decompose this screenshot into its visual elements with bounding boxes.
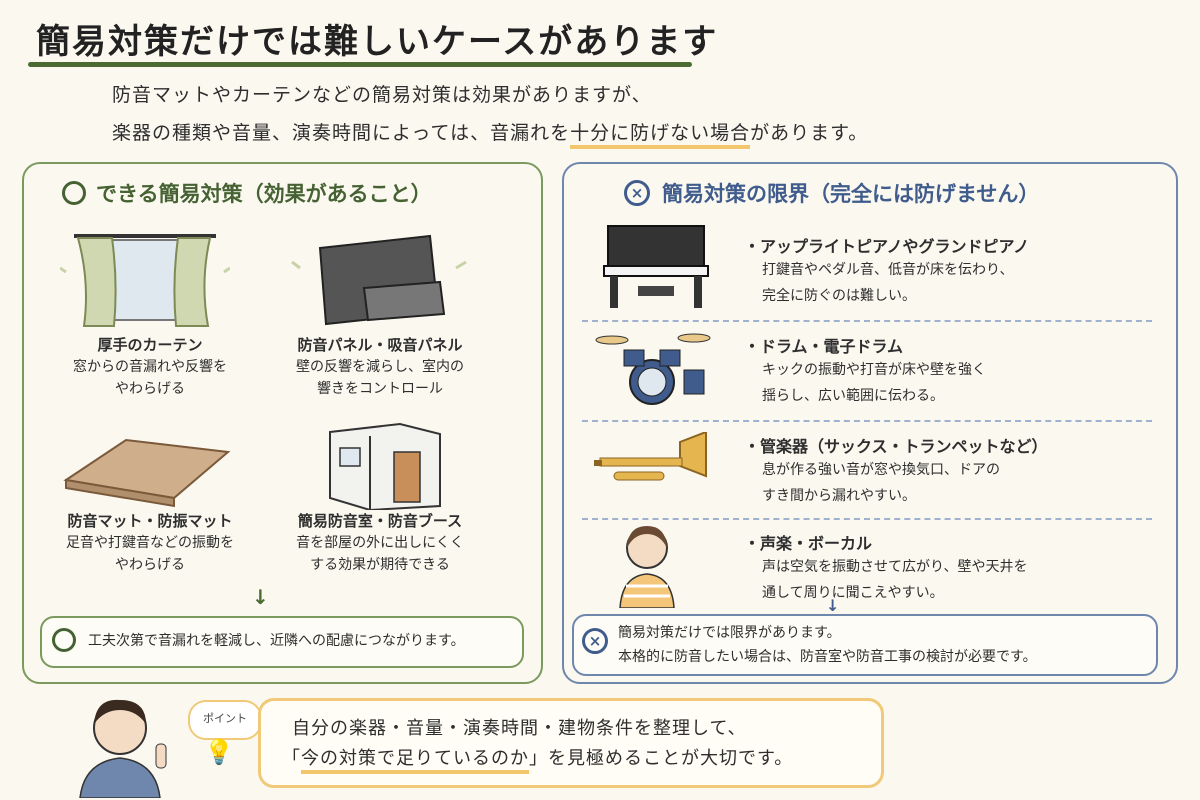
lightbulb-icon: 💡 [204, 738, 234, 766]
limits-note-2: 本格的に防音したい場合は、防音室や防音工事の検討が必要です。 [618, 649, 1037, 665]
curtain-desc-1: 窓からの音漏れや反響を [73, 359, 227, 375]
piano-desc-1: 打鍵音やペダル音、低音が床を伝わり、 [762, 262, 1014, 278]
trumpet-icon [594, 432, 707, 481]
singer-icon [619, 526, 675, 608]
point-box [258, 698, 884, 788]
sound-panel-desc-1: 壁の反響を減らし、室内の [296, 359, 464, 375]
point-line-2: 「今の対策で足りているのか」を見極めることが大切です。 [282, 744, 794, 774]
drum-desc-1: キックの振動や打音が床や壁を強く [762, 362, 986, 378]
brass-desc-1: 息が作る強い音が窓や換気口、ドアの [762, 462, 1000, 478]
brass-desc-2: すき間から漏れやすい。 [762, 488, 916, 504]
cross-circle-icon: × [624, 180, 650, 206]
circle-check-icon [62, 181, 86, 205]
limits-heading: 簡易対策の限界（完全には防げません） [662, 182, 1040, 206]
floor-mat-desc-1: 足音や打鍵音などの振動を [66, 535, 234, 551]
sound-panel-icon [291, 234, 467, 326]
piano-desc-2: 完全に防ぐのは難しい。 [762, 288, 916, 304]
floor-mat-desc-2: やわらげる [115, 557, 185, 573]
sound-booth-icon [329, 422, 441, 510]
row-divider [582, 320, 1152, 322]
intro-text: 楽器の種類や音量、演奏時間によっては、音漏れを [112, 122, 571, 144]
man-pointing-icon [79, 699, 167, 798]
sound-panel-desc-2: 響きをコントロール [317, 381, 443, 397]
piano-title: ・アップライトピアノやグランドピアノ [744, 237, 1030, 256]
limits-note-1: 簡易対策だけでは限界があります。 [618, 625, 841, 641]
cross-circle-icon: × [582, 628, 608, 654]
arrow-down-icon: ↓ [252, 585, 269, 609]
title-underline [28, 62, 692, 67]
check-circle-icon [52, 628, 76, 652]
sound-booth-item: 簡易防音室・防音ブース 音を部屋の外に出しにくく する効果が期待できる [270, 510, 490, 576]
floor-mat-title: 防音マット・防振マット [67, 512, 233, 530]
point-line-1: 自分の楽器・音量・演奏時間・建物条件を整理して、 [292, 718, 747, 739]
effective-measures-heading: できる簡易対策（効果があること） [96, 182, 432, 206]
sound-booth-desc-1: 音を部屋の外に出しにくく [296, 535, 464, 551]
point-quote-open: 「 [282, 748, 301, 769]
drum-title: ・ドラム・電子ドラム [744, 337, 904, 356]
floor-mat-item: 防音マット・防振マット 足音や打鍵音などの振動を やわらげる [40, 510, 260, 576]
floor-mat-icon [63, 438, 231, 508]
intro-line-2: 楽器の種類や音量、演奏時間によっては、音漏れを十分に防げない場合があります。 [112, 118, 869, 149]
point-highlight: 今の対策で足りているのか [301, 748, 529, 774]
sound-booth-title: 簡易防音室・防音ブース [297, 512, 463, 530]
drum-set-icon [595, 333, 711, 405]
sound-booth-desc-2: する効果が期待できる [310, 557, 450, 573]
intro-line-1: 防音マットやカーテンなどの簡易対策は効果がありますが、 [112, 84, 652, 106]
intro-text-end: があります。 [750, 122, 869, 144]
row-divider [582, 420, 1152, 422]
point-bubble: ポイント [188, 700, 262, 740]
curtain-desc-2: やわらげる [115, 381, 185, 397]
vocal-desc-1: 声は空気を振動させて広がり、壁や天井を [762, 559, 1028, 575]
page-title: 簡易対策だけでは難しいケースがあります [36, 22, 719, 62]
vocal-title: ・声楽・ボーカル [744, 534, 873, 553]
vocal-desc-2: 通して周りに聞こえやすい。 [762, 585, 944, 601]
row-divider [582, 518, 1152, 520]
effective-note-box [40, 616, 524, 668]
point-quote-close: 」を見極めることが大切です。 [529, 748, 794, 769]
limits-note-box [572, 614, 1158, 676]
brass-title: ・管楽器（サックス・トランペットなど） [744, 437, 1048, 456]
drum-desc-2: 揺らし、広い範囲に伝わる。 [762, 388, 944, 404]
arrow-down-icon: ↓ [826, 596, 840, 615]
sound-panel-title: 防音パネル・吸音パネル [297, 336, 463, 354]
curtain-icon [60, 234, 230, 327]
effective-note-text: 工夫次第で音漏れを軽減し、近隣への配慮につながります。 [88, 633, 465, 649]
curtain-item: 厚手のカーテン 窓からの音漏れや反響を やわらげる [40, 334, 260, 400]
sound-panel-item: 防音パネル・吸音パネル 壁の反響を減らし、室内の 響きをコントロール [270, 334, 490, 400]
intro-highlight: 十分に防げない場合 [570, 122, 751, 149]
curtain-title: 厚手のカーテン [97, 336, 203, 354]
piano-icon [603, 225, 709, 308]
